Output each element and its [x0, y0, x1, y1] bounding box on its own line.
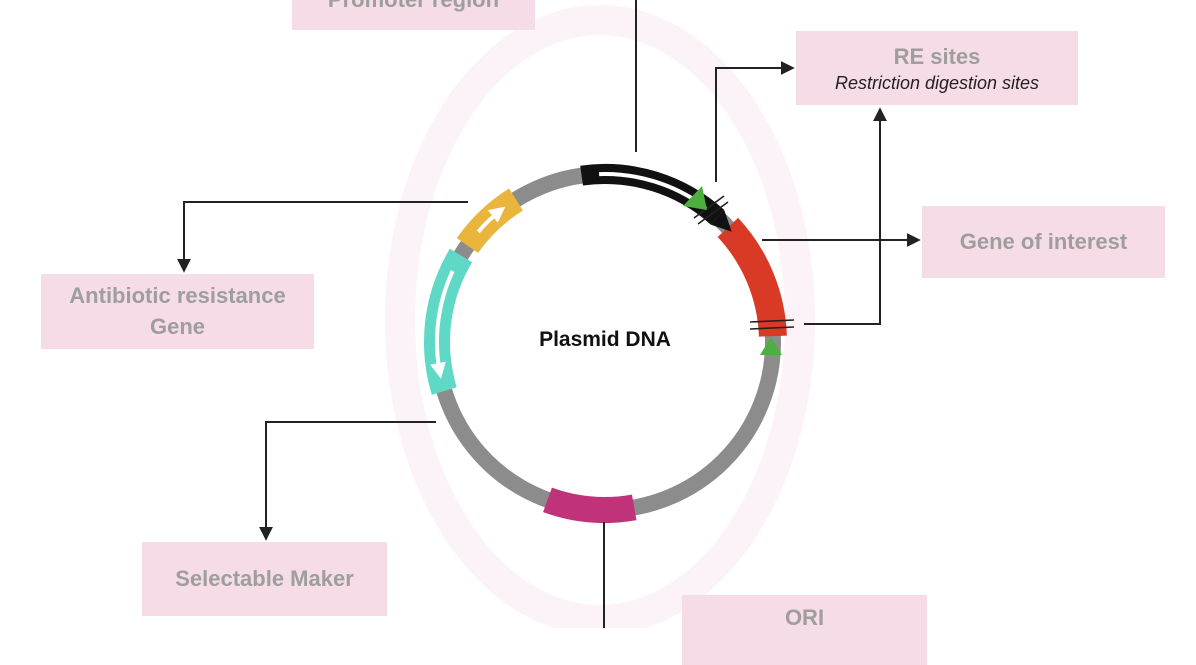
re-sites-label: RE sites	[893, 43, 981, 69]
gene-of-interest-segment	[717, 217, 787, 337]
ori-label: ORI	[784, 605, 825, 630]
antibiotic-resistance-segment	[456, 188, 524, 254]
re-sites-connector-top	[715, 61, 795, 182]
segments-layer	[423, 163, 787, 523]
re-sites-connector-bottom	[804, 107, 887, 325]
re-site-markers	[683, 186, 782, 355]
antibiotic-resistance-label-box: Antibiotic resistance Gene	[41, 274, 314, 349]
antibiotic-resistance-label-line2: Gene	[149, 313, 206, 339]
plasmid-title: Plasmid DNA	[539, 328, 671, 351]
re-cut-mark-bottom-1	[749, 319, 795, 323]
ori-segment	[543, 487, 637, 523]
re-site-triangle-bottom	[760, 337, 782, 355]
antibiotic-resistance-segment-direction-arrow	[476, 206, 506, 234]
re-site-triangle-top	[683, 186, 707, 210]
background-watermark	[385, 5, 815, 628]
promoter-label-box: Promoter region	[292, 0, 535, 30]
re-sites-label-box: RE sites Restriction digestion sites	[796, 31, 1078, 105]
plasmid-diagram	[177, 0, 921, 628]
promoter-label: Promoter region	[328, 0, 499, 16]
re-cut-mark-bottom-2	[749, 326, 795, 330]
re-sites-sublabel: Restriction digestion sites	[834, 72, 1040, 93]
selectable-marker-label-box: Selectable Maker	[142, 542, 387, 616]
promoter-arrow-tip	[710, 209, 732, 232]
re-cut-mark-top-1	[693, 195, 725, 219]
antibiotic-connector	[177, 201, 468, 273]
gene-of-interest-label: Gene of interest	[959, 228, 1128, 254]
selectable-marker-segment-direction-arrow	[430, 270, 455, 379]
connector-lines	[177, 0, 921, 628]
re-cut-mark-top-2	[697, 201, 729, 225]
selectable-marker-label: Selectable Maker	[175, 565, 354, 591]
ori-label-box: ORI	[682, 595, 927, 665]
antibiotic-resistance-label-line1: Antibiotic resistance	[69, 282, 286, 308]
re-site-cuts	[693, 195, 795, 330]
gene-of-interest-label-box: Gene of interest	[922, 206, 1165, 278]
selectable-marker-connector	[259, 421, 436, 541]
